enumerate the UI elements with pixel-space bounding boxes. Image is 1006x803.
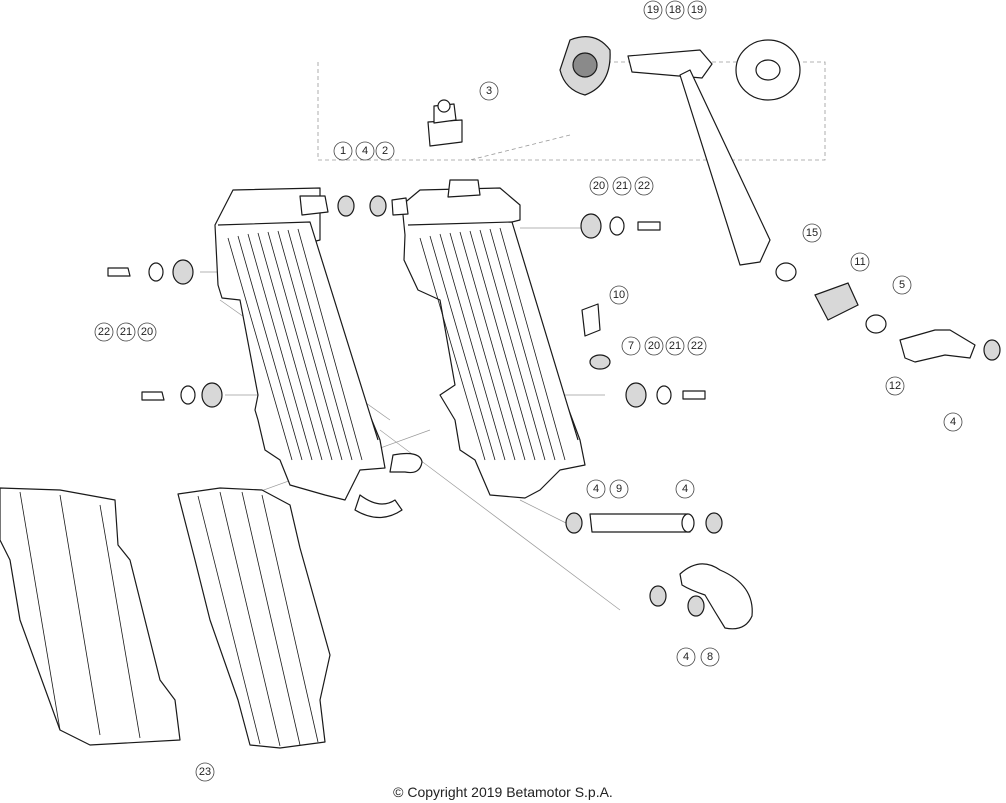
left-radiator — [214, 187, 423, 519]
radiator-cap — [427, 99, 463, 147]
callout-number: 20 — [593, 180, 605, 192]
callout-8: 8 — [700, 647, 720, 667]
callout-number: 4 — [362, 145, 368, 157]
callout-7: 7 — [621, 336, 641, 356]
callout-number: 19 — [647, 4, 659, 16]
right-fasteners — [580, 213, 706, 408]
callout-number: 11 — [854, 256, 865, 268]
overflow-tube-assembly — [559, 36, 801, 266]
right-louver-cover — [177, 487, 331, 749]
callout-number: 22 — [98, 326, 110, 338]
callout-number: 4 — [593, 483, 599, 495]
callout-21: 21 — [116, 322, 136, 342]
callout-11: 11 — [850, 252, 870, 272]
callout-number: 15 — [806, 227, 818, 239]
callout-20: 20 — [137, 322, 157, 342]
copyright-notice: © Copyright 2019 Betamotor S.p.A. — [393, 784, 613, 800]
callout-number: 8 — [707, 651, 713, 663]
callout-number: 23 — [199, 766, 211, 778]
callout-3: 3 — [479, 81, 499, 101]
callout-21: 21 — [612, 176, 632, 196]
callout-number: 5 — [899, 279, 905, 291]
callout-21: 21 — [665, 336, 685, 356]
callout-number: 19 — [691, 4, 703, 16]
hose-clamp-top-left — [337, 195, 387, 217]
callout-19: 19 — [687, 0, 707, 20]
callout-22: 22 — [94, 322, 114, 342]
callout-4: 4 — [586, 479, 606, 499]
callout-number: 12 — [889, 380, 901, 392]
right-radiator-fins — [419, 227, 566, 461]
elbow-hose — [649, 563, 753, 630]
callout-18: 18 — [665, 0, 685, 20]
callout-number: 1 — [340, 145, 346, 157]
callout-number: 22 — [691, 340, 703, 352]
callout-20: 20 — [589, 176, 609, 196]
callout-number: 22 — [638, 180, 650, 192]
callout-number: 20 — [648, 340, 660, 352]
callout-22: 22 — [634, 176, 654, 196]
right-side-fittings — [775, 262, 1001, 363]
callout-number: 18 — [669, 4, 681, 16]
connecting-hose — [565, 512, 723, 534]
callout-15: 15 — [802, 223, 822, 243]
left-radiator-fins — [227, 228, 363, 461]
callout-labels: 19 18 19 3 1 4 2 20 21 22 15 11 5 12 4 10 7 20 21 22 22 21 20 4… — [94, 0, 963, 782]
callout-9: 9 — [609, 479, 629, 499]
callout-5: 5 — [892, 275, 912, 295]
callout-4: 4 — [355, 141, 375, 161]
callout-number: 7 — [628, 340, 634, 352]
left-louver-cover — [0, 487, 181, 746]
callout-10: 10 — [609, 285, 629, 305]
callout-12: 12 — [885, 376, 905, 396]
callout-number: 2 — [382, 145, 388, 157]
callout-number: 10 — [613, 289, 625, 301]
callout-number: 20 — [141, 326, 153, 338]
callout-number: 21 — [669, 340, 681, 352]
callout-number: 21 — [120, 326, 132, 338]
callout-4: 4 — [676, 647, 696, 667]
callout-number: 21 — [616, 180, 628, 192]
left-fasteners — [107, 259, 223, 408]
callout-number: 4 — [683, 651, 689, 663]
callout-number: 3 — [486, 85, 492, 97]
right-radiator — [391, 179, 586, 499]
callout-19: 19 — [643, 0, 663, 20]
callout-2: 2 — [375, 141, 395, 161]
callout-20: 20 — [644, 336, 664, 356]
callout-22: 22 — [687, 336, 707, 356]
callout-4: 4 — [675, 479, 695, 499]
callout-4: 4 — [943, 412, 963, 432]
callout-number: 9 — [616, 483, 622, 495]
callout-1: 1 — [333, 141, 353, 161]
callout-23: 23 — [195, 762, 215, 782]
callout-number: 4 — [682, 483, 688, 495]
callout-number: 4 — [950, 416, 956, 428]
